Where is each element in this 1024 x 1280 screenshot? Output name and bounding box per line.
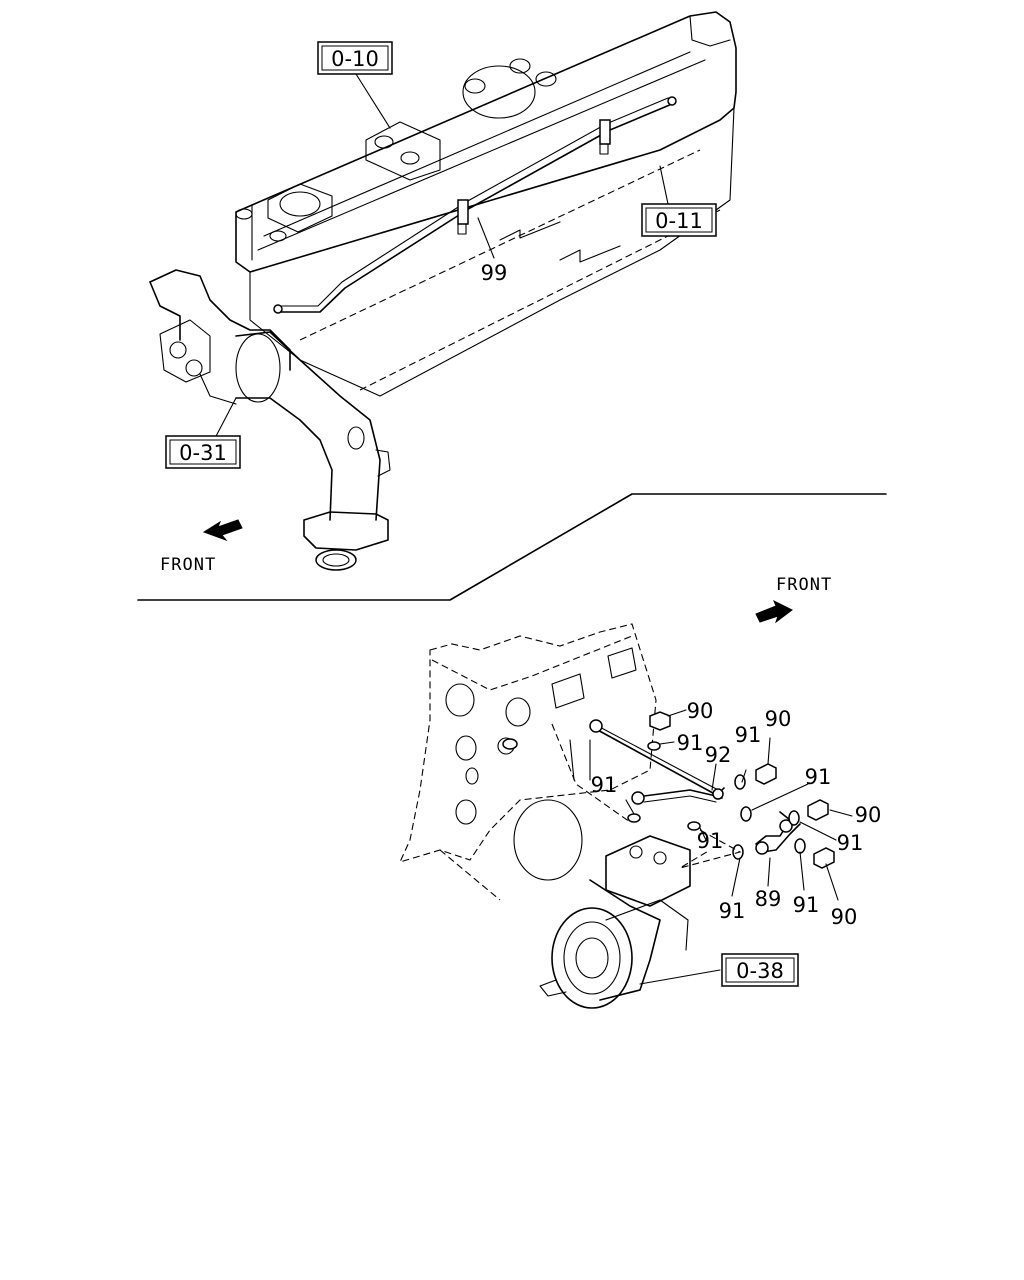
part-label-99: 99 (481, 261, 508, 285)
part-label-90: 90 (831, 905, 858, 929)
svg-text:0-11: 0-11 (655, 209, 703, 233)
upper-assembly-drawing (149, 11, 737, 571)
front-arrow-lower: FRONT (755, 575, 832, 624)
arrow-right-icon (755, 599, 793, 624)
upper-leader-lines (213, 73, 669, 441)
part-label-89: 89 (755, 887, 782, 911)
part-label-91: 91 (719, 899, 746, 923)
part-label-92: 92 (705, 743, 732, 767)
svg-text:0-38: 0-38 (736, 959, 784, 983)
part-label-91: 91 (591, 773, 618, 797)
ref-box-0-31[interactable]: 0-31 (165, 435, 241, 469)
ref-box-0-10[interactable]: 0-10 (317, 41, 393, 75)
view-divider (137, 493, 887, 601)
part-label-91: 91 (805, 765, 832, 789)
bolt-90-c[interactable] (807, 799, 829, 821)
bolt-90-d[interactable] (813, 847, 835, 869)
lower-leader-lines (625, 709, 853, 985)
part-label-91: 91 (735, 723, 762, 747)
svg-text:0-31: 0-31 (179, 441, 227, 465)
part-label-91: 91 (793, 893, 820, 917)
ref-box-0-11[interactable]: 0-11 (641, 203, 717, 237)
front-label-lower: FRONT (776, 575, 832, 595)
front-arrow-upper: FRONT (160, 519, 243, 575)
part-label-90: 90 (687, 699, 714, 723)
svg-text:0-10: 0-10 (331, 47, 379, 71)
part-label-90: 90 (765, 707, 792, 731)
part-label-91: 91 (677, 731, 704, 755)
ref-box-0-38[interactable]: 0-38 (721, 953, 799, 987)
bolt-90-a[interactable] (649, 711, 671, 731)
part-label-91: 91 (697, 829, 724, 853)
arrow-left-icon (202, 519, 243, 542)
lower-assembly-drawing (398, 623, 835, 1009)
bolt-90-b[interactable] (755, 763, 777, 785)
front-label-upper: FRONT (160, 555, 216, 575)
part-label-91: 91 (837, 831, 864, 855)
part-label-90: 90 (855, 803, 882, 827)
